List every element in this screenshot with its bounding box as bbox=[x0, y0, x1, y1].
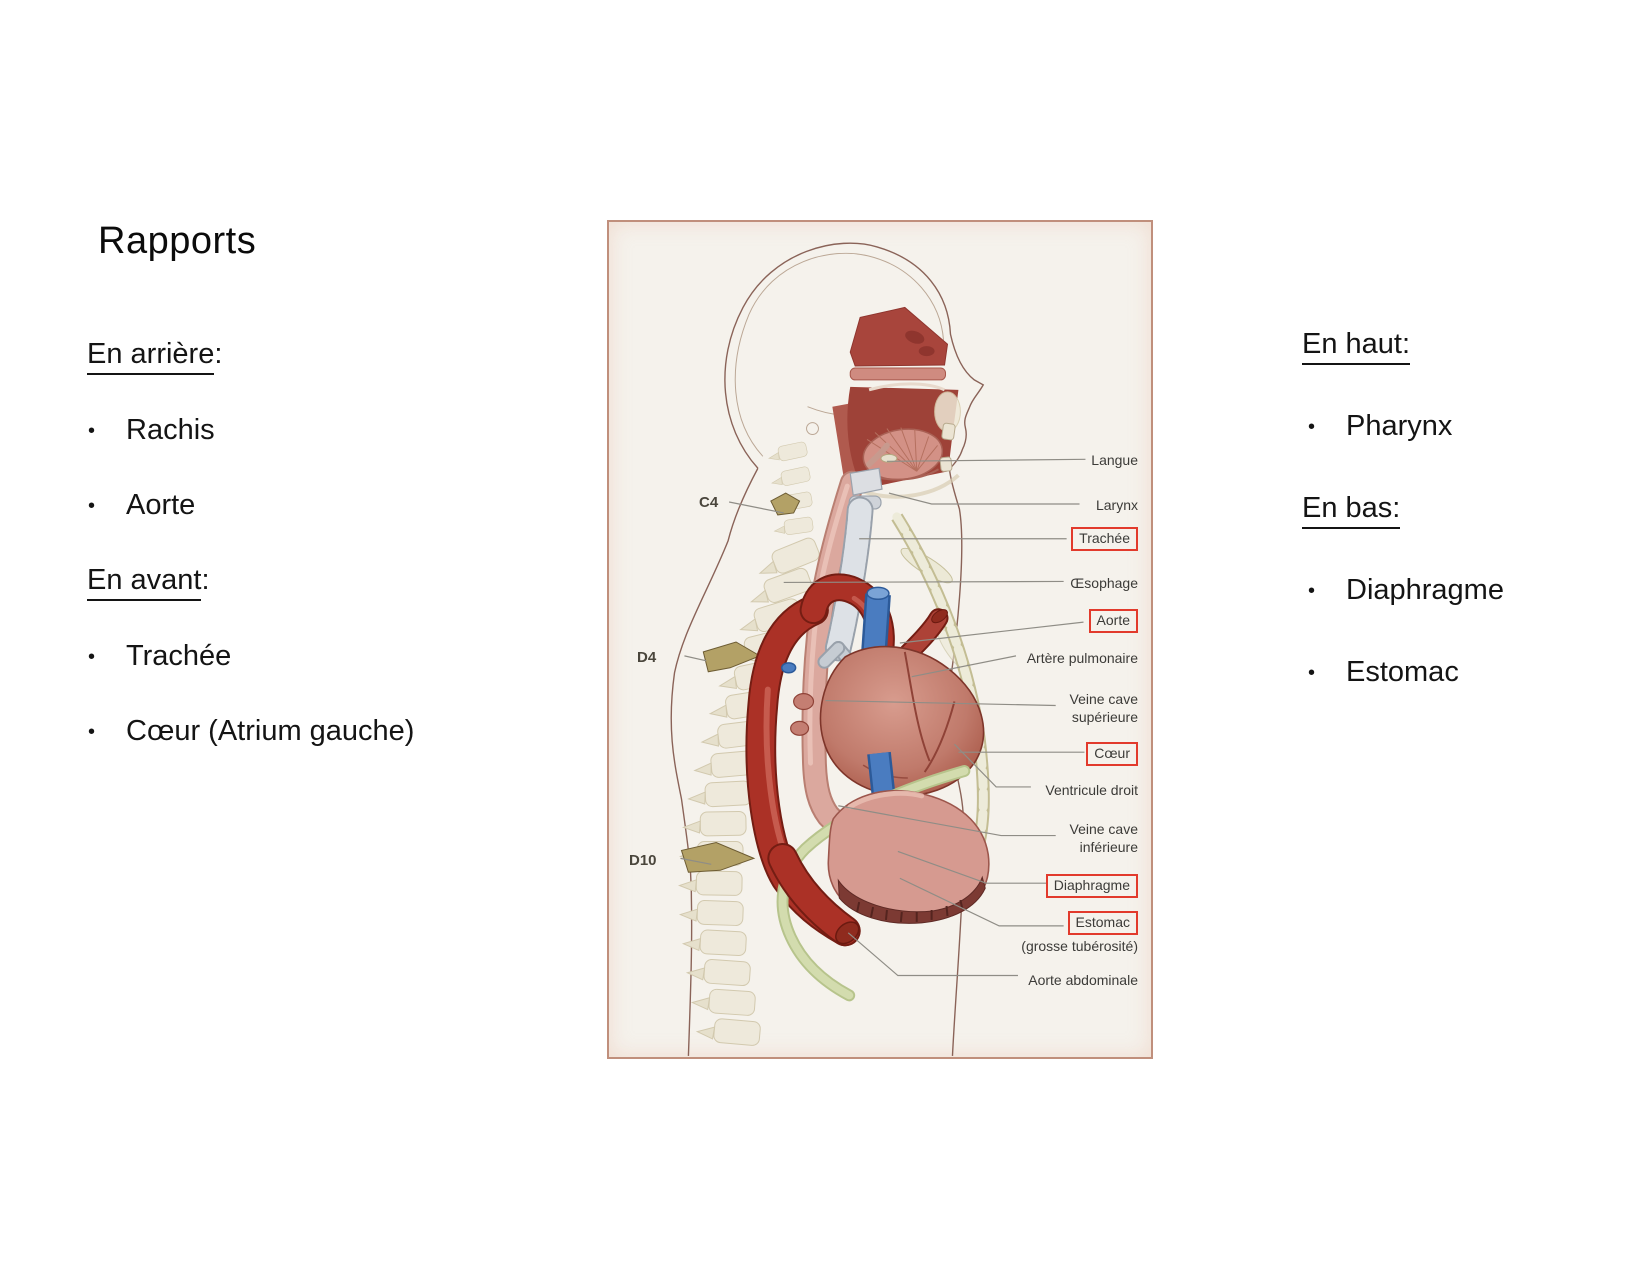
list-item-estomac: • Estomac bbox=[1308, 656, 1459, 689]
leader-oesophage bbox=[783, 580, 1064, 584]
list-item-label: Cœur (Atrium gauche) bbox=[126, 715, 415, 747]
leader-lines bbox=[680, 458, 1086, 977]
d10-process bbox=[680, 841, 756, 873]
pulmonary-vein bbox=[793, 693, 815, 711]
figure-label-veine-cave-inferieure: Veine cave inférieure bbox=[1069, 821, 1139, 856]
heading-text: En haut: bbox=[1302, 328, 1411, 365]
figure-label-coeur: Cœur bbox=[1086, 742, 1138, 766]
heart bbox=[790, 645, 985, 797]
heading-text: En bas: bbox=[1302, 492, 1401, 529]
larynx bbox=[848, 442, 898, 510]
azygos-vein bbox=[780, 662, 797, 674]
list-item-coeur: • Cœur (Atrium gauche) bbox=[88, 715, 414, 748]
figure-label-trachee: Trachée bbox=[1071, 527, 1138, 551]
leader-c4 bbox=[728, 501, 784, 514]
heading-en-avant: En avant: bbox=[87, 564, 210, 601]
list-item-label: Rachis bbox=[126, 414, 215, 446]
list-item-label: Pharynx bbox=[1346, 410, 1453, 442]
anatomy-figure: C4 D4 D10 Langue Larynx Trachée Œsophage… bbox=[607, 220, 1153, 1059]
heading-en-arriere: En arrière: bbox=[87, 338, 222, 375]
list-item-rachis: • Rachis bbox=[88, 414, 215, 447]
figure-label-estomac: Estomac bbox=[1067, 911, 1138, 935]
list-item-pharynx: • Pharynx bbox=[1308, 410, 1452, 443]
heading-colon: : bbox=[201, 564, 210, 596]
leader-aorte bbox=[899, 621, 1084, 644]
figure-label-aorte: Aorte bbox=[1088, 609, 1138, 633]
bullet: • bbox=[88, 721, 96, 743]
bullet: • bbox=[1308, 416, 1316, 438]
figure-label-aorte-abdominale: Aorte abdominale bbox=[1028, 972, 1138, 988]
bullet: • bbox=[88, 420, 96, 442]
heading-en-haut: En haut: bbox=[1302, 328, 1411, 365]
leader-ventricule-droit bbox=[954, 743, 1031, 788]
figure-label-veine-cave-superieure: Veine cave supérieure bbox=[1069, 691, 1139, 726]
leader-d10 bbox=[680, 857, 712, 865]
figure-label-artere-pulmonaire: Artère pulmonaire bbox=[1026, 650, 1138, 666]
list-item-label: Aorte bbox=[126, 489, 196, 521]
heading-text: En avant bbox=[87, 564, 202, 601]
vertebra-label-d10: D10 bbox=[629, 852, 657, 869]
list-item-diaphragme: • Diaphragme bbox=[1308, 574, 1504, 607]
leader-larynx bbox=[888, 492, 1080, 505]
soft-palate bbox=[868, 382, 946, 392]
leader-d4 bbox=[684, 655, 707, 662]
lower-teeth bbox=[939, 456, 953, 472]
figure-label-larynx: Larynx bbox=[1095, 497, 1138, 513]
leader-veine-cave-inferieure bbox=[838, 805, 1056, 837]
list-item-aorte: • Aorte bbox=[88, 489, 195, 522]
heading-colon: : bbox=[214, 338, 223, 370]
figure-label-ventricule-droit: Ventricule droit bbox=[1045, 782, 1138, 798]
nasal-cavity bbox=[849, 306, 949, 367]
bullet: • bbox=[1308, 580, 1316, 602]
bullet: • bbox=[88, 495, 96, 517]
page-title: Rapports bbox=[98, 220, 257, 262]
upper-teeth bbox=[941, 422, 956, 441]
highlighted-vertebra-processes bbox=[680, 492, 801, 873]
figure-label-langue: Langue bbox=[1091, 452, 1138, 468]
leader-artere-pulmonaire bbox=[911, 655, 1017, 678]
list-item-label: Trachée bbox=[126, 640, 232, 672]
bullet: • bbox=[88, 646, 96, 668]
list-item-label: Estomac bbox=[1346, 656, 1459, 688]
leader-veine-cave-superieure bbox=[825, 699, 1056, 707]
d4-process bbox=[702, 641, 762, 673]
leader-diaphragme bbox=[897, 850, 1047, 884]
bullet: • bbox=[1308, 662, 1316, 684]
heading-en-bas: En bas: bbox=[1302, 492, 1401, 529]
vertebra-label-d4: D4 bbox=[637, 649, 657, 666]
figure-label-oesophage: Œsophage bbox=[1070, 575, 1138, 591]
list-item-label: Diaphragme bbox=[1346, 574, 1504, 606]
list-item-trachee: • Trachée bbox=[88, 640, 231, 673]
figure-label-grosse-tuberosite: (grosse tubérosité) bbox=[1021, 938, 1138, 954]
anatomy-illustration bbox=[670, 242, 1086, 1056]
jaw-line bbox=[861, 473, 960, 499]
stomach bbox=[827, 789, 990, 924]
vertebra-label-c4: C4 bbox=[699, 494, 719, 511]
pulmonary-vein bbox=[790, 720, 810, 736]
mouth-and-nasal-cavity bbox=[832, 306, 961, 499]
leader-aorte-abdominale bbox=[847, 932, 1018, 977]
leader-estomac bbox=[899, 877, 1064, 927]
leader-langue bbox=[886, 458, 1086, 462]
c4-process bbox=[770, 492, 801, 516]
abdominal-aorta bbox=[767, 842, 861, 947]
palate bbox=[849, 367, 947, 381]
figure-label-diaphragme: Diaphragme bbox=[1045, 874, 1138, 898]
heading-text: En arrière bbox=[87, 338, 215, 375]
